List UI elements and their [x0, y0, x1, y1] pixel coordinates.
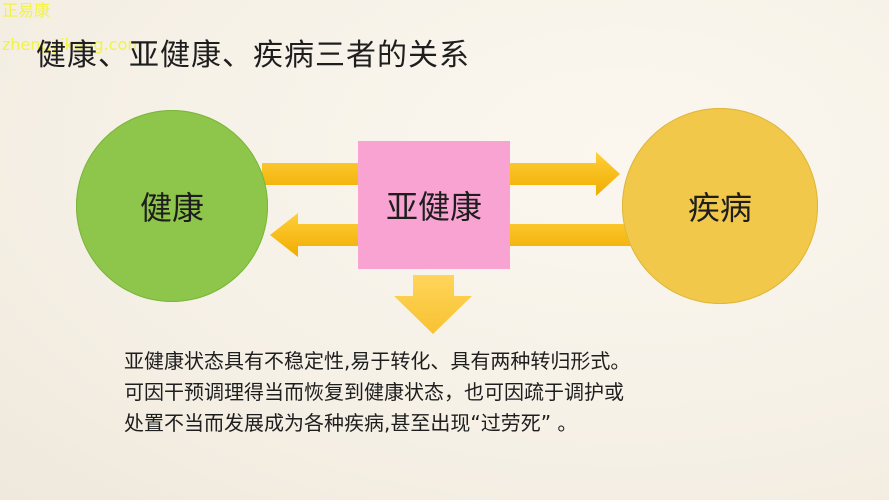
description-line: 可因干预调理得当而恢复到健康状态，也可因疏于调护或 [124, 380, 624, 404]
subhealth-label: 亚健康 [385, 188, 482, 226]
watermark-brand: 正易康 [2, 1, 51, 20]
description-text: 亚健康状态具有不稳定性,易于转化、具有两种转归形式。 可因干预调理得当而恢复到健… [124, 346, 804, 439]
disease-label: 疾病 [687, 189, 752, 227]
arrow-down [394, 275, 472, 334]
watermark-url: zhengyikang.com [2, 35, 143, 54]
health-label: 健康 [139, 189, 204, 227]
page-title: 健康、亚健康、疾病三者的关系 [36, 38, 470, 73]
subhealth-node: 亚健康 [358, 141, 510, 269]
health-node: 健康 [76, 110, 268, 302]
disease-node: 疾病 [622, 108, 818, 304]
description-line: 处置不当而发展成为各种疾病,甚至出现“过劳死” 。 [124, 411, 578, 435]
description-line: 亚健康状态具有不稳定性,易于转化、具有两种转归形式。 [124, 349, 631, 373]
